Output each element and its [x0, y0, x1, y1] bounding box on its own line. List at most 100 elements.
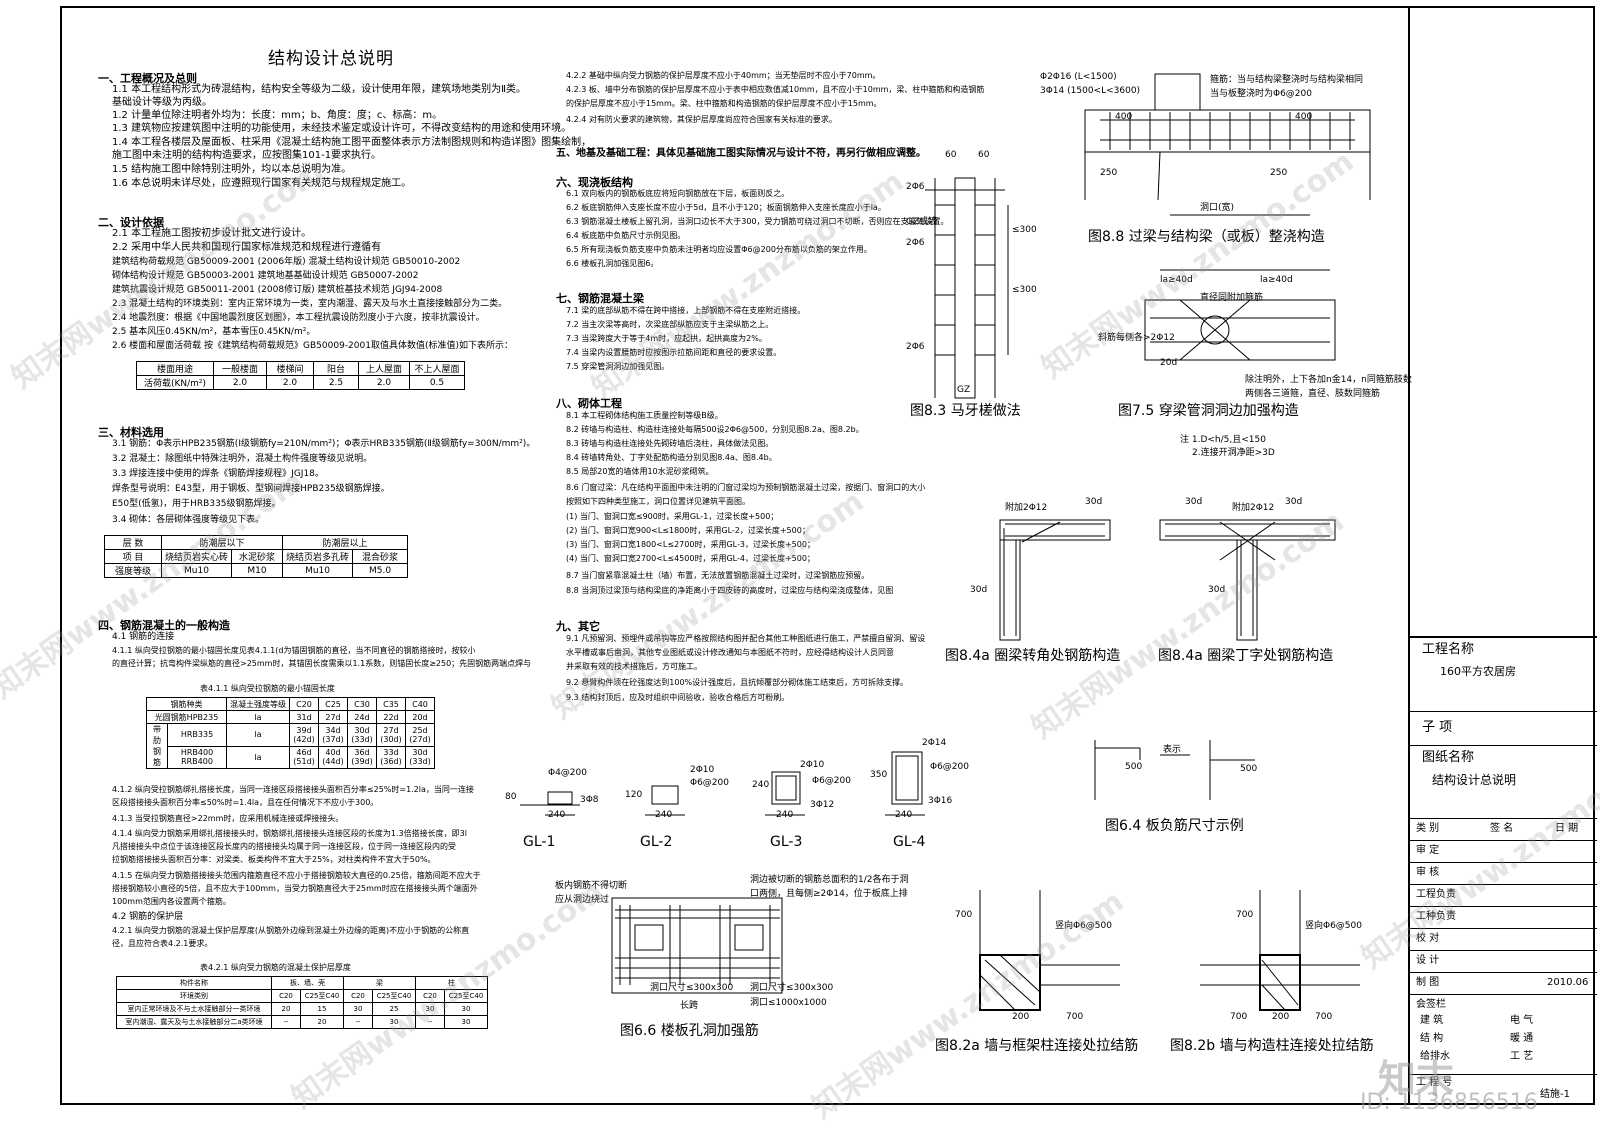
fig-8-4b-tee-drawing: [1159, 519, 1336, 641]
anchor-cell: 40d (44d): [318, 745, 348, 769]
s1-line: 基础设计等级为丙级。: [112, 97, 212, 108]
sign-row: 校 对: [1410, 928, 1597, 951]
s7-line: 7.2 当主次梁等高时，次梁底部纵筋应支于主梁纵筋之上。: [566, 320, 774, 329]
s8-line: 8.2 砖墙与构造柱、构造柱连接处每隔500设2Φ6@500，分别见图8.2a、…: [566, 425, 864, 434]
project-name: 160平方农居房: [1440, 665, 1516, 678]
s2-line: 2.5 基本风压0.45KN/m²，基本雪压0.45KN/m²。: [112, 327, 316, 337]
note-88d: 当与板整浇时为Φ6@200: [1210, 89, 1312, 99]
s4-line: 径，且应符合表4.2.1要求。: [112, 939, 213, 948]
s2-line: 2.4 地震烈度：根据《中国地震烈度区划图》，本工程抗震设防烈度小于六度，按非抗…: [112, 313, 485, 323]
fig-6-4-drawing: [1094, 740, 1255, 800]
s4-line: 4.1.1 纵向受拉钢筋的最小锚固长度见表4.1.1(d为锚固钢筋的直径，当不同…: [112, 646, 476, 655]
dim-200: 200: [1272, 1012, 1290, 1022]
section-4-heading: 四、钢筋混凝土的一般构造: [98, 619, 230, 632]
gl4-width: 240: [895, 810, 913, 820]
rebar-2phi6: 2Φ6: [906, 342, 925, 352]
s6-line: 6.1 双向板内的钢筋板底应将短向钢筋放在下层，板面则反之。: [566, 189, 790, 198]
s7-line: 7.4 当梁内设置腰筋时应按图示拉筋间距和直径的要求设置。: [566, 348, 782, 357]
cosign-block: 会签栏 建 筑 电 气 结 构 暖 通 给排水 工 艺: [1410, 994, 1597, 1075]
s3-line: 焊条型号说明：E43型，用于钢板、型钢间焊接HPB235级钢筋焊接。: [112, 484, 390, 494]
sign-row: 审 核: [1410, 862, 1597, 885]
s8-line: (3) 当门、窗洞口宽1800<L≤2700时，采用GL-3，过梁长度+500；: [566, 540, 815, 549]
s4-table-title: 表4.2.1 纵向受力钢筋的混凝土保护层厚度: [200, 963, 351, 972]
s2-line: 砌体结构设计规范 GB50003-2001 建筑地基基础设计规范 GB50007…: [112, 271, 419, 281]
dim-200: 200: [1012, 1012, 1030, 1022]
fig-6-6-drawing: [611, 897, 783, 994]
s8-line: (4) 当门、窗洞口宽2700<L≤4500时，采用GL-4，过梁长度+500；: [566, 554, 815, 563]
fig-8-2a-caption: 图8.2a 墙与框架柱连接处拉结筋: [935, 1038, 1139, 1054]
fig-7-5-drawing: [1144, 269, 1336, 361]
role: 工种负责: [1416, 911, 1456, 922]
hole-size-2: 洞口尺寸≤300x300: [750, 983, 834, 993]
note-75c: 两侧各三道箍，直径、肢数同箍筋: [1245, 389, 1381, 399]
s8-line: 8.5 局部20宽的墙体用10水泥砂浆砌筑。: [566, 467, 714, 476]
fig-7-5-caption: 图7.5 穿梁管洞洞边加强构造: [1118, 403, 1299, 419]
vertical-rebar: 竖向Φ6@500: [1305, 921, 1362, 931]
dim-30d: 30d: [970, 585, 988, 595]
gl-1-section: [520, 791, 580, 816]
dim-30d: 30d: [1208, 585, 1226, 595]
s4-table-title: 表4.1.1 纵向受拉钢筋的最小锚固长度: [200, 684, 335, 693]
s4b-line: 的保护层厚度不应小于15mm。梁、柱中箍筋和构造钢筋的保护层厚度不应小于15mm…: [566, 99, 882, 108]
gl-2-label: GL-2: [640, 834, 673, 850]
s7-line: 7.3 当梁跨度大于等于4m时，应起拱，起拱高度为2%。: [566, 334, 767, 343]
s4-line: 4.2 钢筋的保护层: [112, 912, 184, 922]
section-7-heading: 七、钢筋混凝土梁: [556, 292, 644, 305]
la40: la≥40d: [1260, 275, 1293, 285]
note-66b: 口两侧，且每侧≥2Φ14，位于板底上排: [750, 889, 908, 899]
s4-line: 4.1 钢筋的连接: [112, 632, 175, 642]
s2-line: 建筑结构荷载规范 GB50009-2001 (2006年版) 混凝土结构设计规范…: [112, 257, 461, 267]
s4-line: 区段搭接接头面积百分率≤50%时=1.4la，且在任何情况下不应小于300。: [112, 798, 379, 807]
dim-700: 700: [1236, 910, 1254, 920]
drawing-frame: [60, 6, 1595, 1105]
projno-label: 工 程 号: [1416, 1077, 1453, 1088]
s8-line: 8.1 本工程砌体结构施工质量控制等级B级。: [566, 411, 723, 420]
page-title: 结构设计总说明: [268, 49, 394, 69]
fig-8-8-caption: 图8.8 过梁与结构梁（或板）整浇构造: [1088, 229, 1325, 245]
s4-line: 4.2.1 纵向受力钢筋的混凝土保护层厚度(从钢筋外边缘到混凝土外边缘的距离)不…: [112, 926, 470, 935]
s3-line: 3.2 混凝土：除图纸中特殊注明外，混凝土构件强度等级见说明。: [112, 454, 373, 464]
la40: la≥40d: [1160, 275, 1193, 285]
fig-8-8-drawing: [1084, 73, 1371, 216]
gl1-width: 240: [548, 810, 566, 820]
s7-line: 7.1 梁的底部纵筋不得在跨中搭接，上部钢筋不得在支座附近搭接。: [566, 306, 806, 315]
gl1-rebar-top: Φ4@200: [548, 768, 587, 778]
gl-3-section: [765, 771, 805, 816]
dim-60: 60: [945, 150, 957, 160]
s3-line: 3.4 砌体：各层砌体强度等级见下表。: [112, 515, 265, 525]
s2-line: 2.3 混凝土结构的环境类别：室内正常环境为一类，室内潮湿、露天及与水土直接接触…: [112, 299, 508, 309]
s9-line: 9.2 悬臂构件须在砼强度达到100%设计强度后，且抗倾覆部分砌体施工结束后，方…: [566, 678, 909, 687]
s3-line: 3.3 焊接连接中使用的焊条《钢筋焊接规程》JGJ18。: [112, 469, 324, 479]
title-block: 工程名称 160平方农居房 子 项 图纸名称 结构设计总说明 类 别 签 名 日…: [1408, 6, 1597, 1105]
fig-8-3-caption: 图8.3 马牙槎做法: [910, 403, 1021, 419]
cover-cell: 30: [444, 1015, 488, 1029]
load-cell: 2.5: [313, 375, 359, 390]
note-75a: 斜筋每侧各>2Φ12: [1098, 333, 1175, 343]
drawing-label: 图纸名称: [1422, 750, 1475, 765]
dim-le300: ≤300: [1012, 285, 1037, 295]
fig-8-2b-caption: 图8.2b 墙与构造柱连接处拉结筋: [1170, 1038, 1374, 1054]
gl3-rebar-bottom: 3Φ12: [810, 800, 835, 810]
s4b-line: 4.2.4 对有防火要求的建筑物，其保护层厚度尚应符合国家有关标准的要求。: [566, 115, 837, 124]
gl2-width: 240: [655, 810, 673, 820]
s4b-line: 4.2.2 基础中纵向受力钢筋的保护层厚度不应小于40mm；当无垫层时不应小于7…: [566, 71, 881, 80]
s4-line: 拉钢筋搭接接头面积百分率：对梁类、板类构件不宜大于25%，对柱类构件不宜大于50…: [112, 855, 436, 864]
material-table: 层 数 防潮层以下 防潮层以上 项 目 烧结页岩实心砖 水泥砂浆 烧结页岩多孔砖…: [104, 535, 409, 578]
load-table: 楼面用途 一般楼面 楼梯间 阳台 上人屋面 不上人屋面 活荷载(KN/m²) 2…: [136, 361, 465, 390]
vertical-rebar: 竖向Φ6@500: [1055, 921, 1112, 931]
role: 校 对: [1416, 933, 1440, 944]
s6-line: 6.5 所有现浇板负筋支座中负筋未注明者均应设置Φ6@200分布筋以负筋的架立作…: [566, 245, 872, 254]
sign-row: 制 图 2010.06: [1410, 972, 1597, 995]
note-66a: 洞边被切断的钢筋总面积的1/2各布于洞: [750, 875, 909, 885]
s8-line: 8.3 砖墙与构造柱连接处先砌砖墙后浇柱，具体做法见图。: [566, 439, 774, 448]
dim-700: 700: [1066, 1012, 1084, 1022]
sign-row: 工程负责: [1410, 884, 1597, 907]
fig-6-6-caption: 图6.6 楼板孔洞加强筋: [620, 1023, 759, 1039]
s6-line: 6.4 板底筋中负筋尺寸示例见图。: [566, 231, 686, 240]
s1-line: 施工图中未注明的结构构造要求，应按图集101-1要求执行。: [112, 150, 382, 161]
note-88b: 3Φ14 (1500<L<3600): [1040, 86, 1141, 96]
anchor-cell: HRB400 RRB400: [167, 745, 227, 769]
fig-8-4a-corner-drawing: [999, 519, 1111, 641]
watermark-id: ID: 1136856516: [1360, 1090, 1538, 1115]
